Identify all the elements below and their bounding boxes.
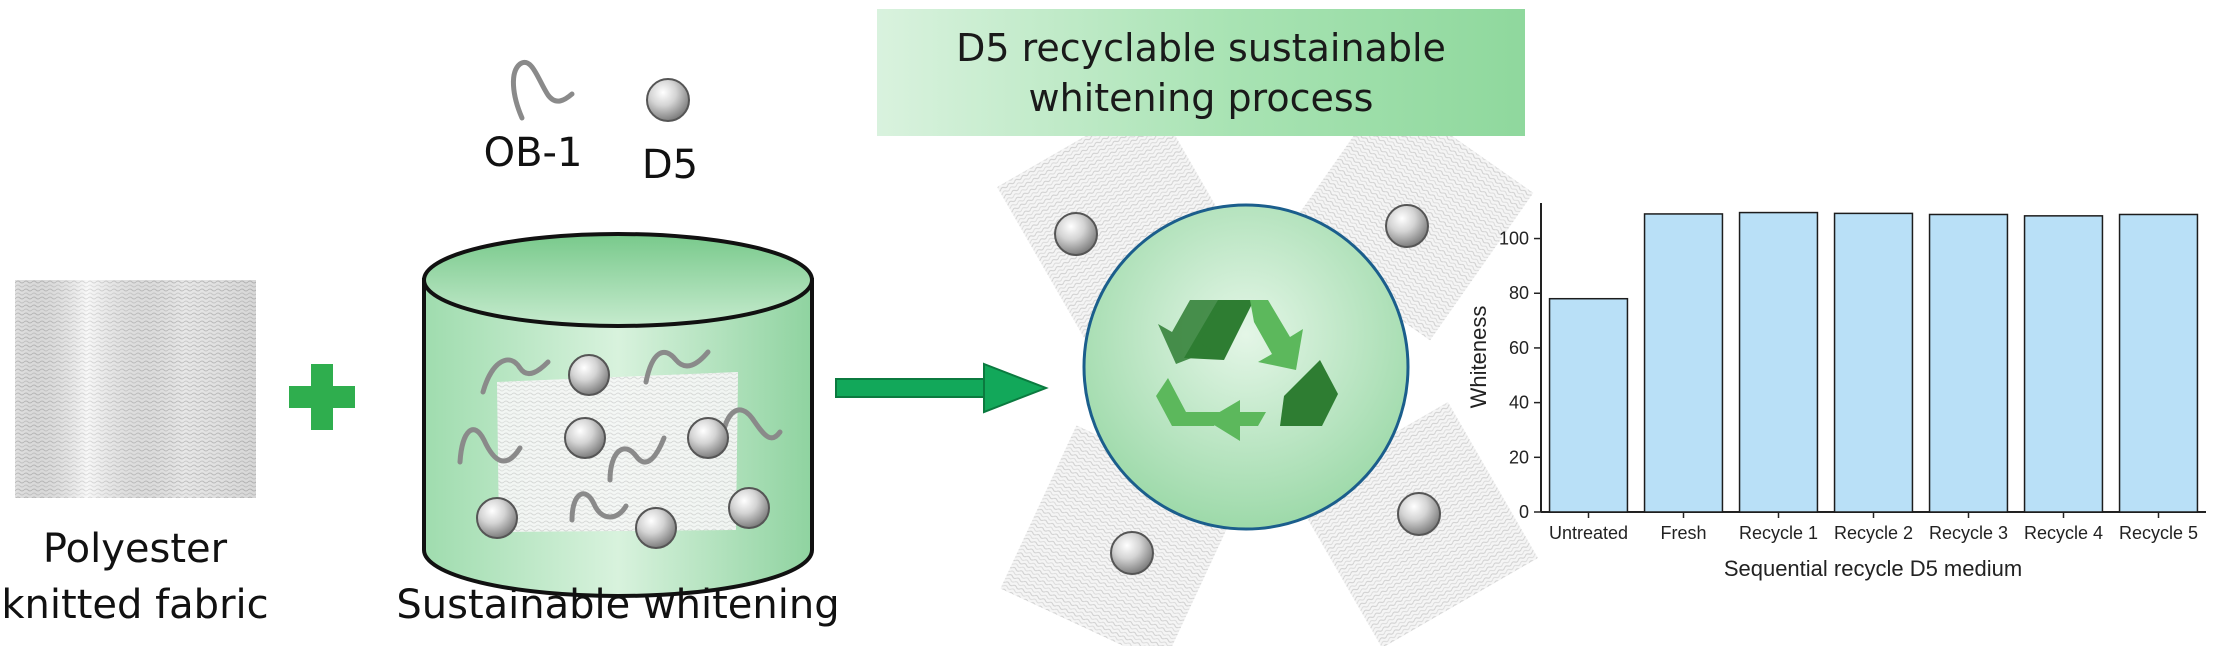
whitening-tank <box>422 232 814 598</box>
y-tick-label: 80 <box>1509 283 1529 303</box>
x-tick-label: Recycle 3 <box>1929 523 2008 543</box>
plus-icon <box>289 364 355 430</box>
x-tick-label: Recycle 2 <box>1834 523 1913 543</box>
recycle-circle <box>1082 203 1410 531</box>
fabric-label-line-1: Polyester <box>42 526 228 572</box>
bar-recycle-1 <box>1738 211 1819 513</box>
ob1-label: OB-1 <box>483 130 583 176</box>
recycle-icon <box>1156 300 1338 441</box>
tank-label: Sustainable whitening <box>396 582 840 628</box>
y-tick-label: 0 <box>1519 502 1529 522</box>
x-tick-label: Recycle 5 <box>2119 523 2198 543</box>
bar-recycle-5 <box>2118 213 2199 513</box>
x-tick-label: Fresh <box>1660 523 1706 543</box>
bar-recycle-4 <box>2023 215 2104 513</box>
bar-recycle-3 <box>1928 213 2009 513</box>
recycle-cluster <box>997 89 1538 646</box>
polyester-fabric-swatch <box>15 280 256 498</box>
bar-untreated <box>1548 297 1629 513</box>
process-banner: D5 recyclable sustainable whitening proc… <box>877 9 1525 136</box>
fabric-label-line-2: knitted fabric <box>1 582 269 628</box>
d5-label: D5 <box>641 142 699 188</box>
y-axis-title: Whiteness <box>1466 306 1491 409</box>
y-tick-label: 40 <box>1509 393 1529 413</box>
y-tick-label: 60 <box>1509 338 1529 358</box>
bar-recycle-2 <box>1833 212 1914 513</box>
x-tick-label: Recycle 4 <box>2024 523 2103 543</box>
bar-fresh <box>1643 213 1724 513</box>
sphere-icon <box>646 78 690 122</box>
y-tick-label: 20 <box>1509 447 1529 467</box>
x-tick-label: Recycle 1 <box>1739 523 1818 543</box>
x-tick-label: Untreated <box>1549 523 1628 543</box>
banner-line-1: D5 recyclable sustainable <box>956 25 1446 70</box>
x-axis-title: Sequential recycle D5 medium <box>1724 556 2022 581</box>
y-tick-label: 100 <box>1499 229 1529 249</box>
arrow-right-icon <box>835 362 1049 414</box>
fiber-icon <box>511 59 575 121</box>
whiteness-bar-chart: 0 20 40 60 80 100 Untreated Fresh Recycle 1 Recy… <box>1466 203 2206 581</box>
banner-line-2: whitening process <box>1028 75 1374 120</box>
